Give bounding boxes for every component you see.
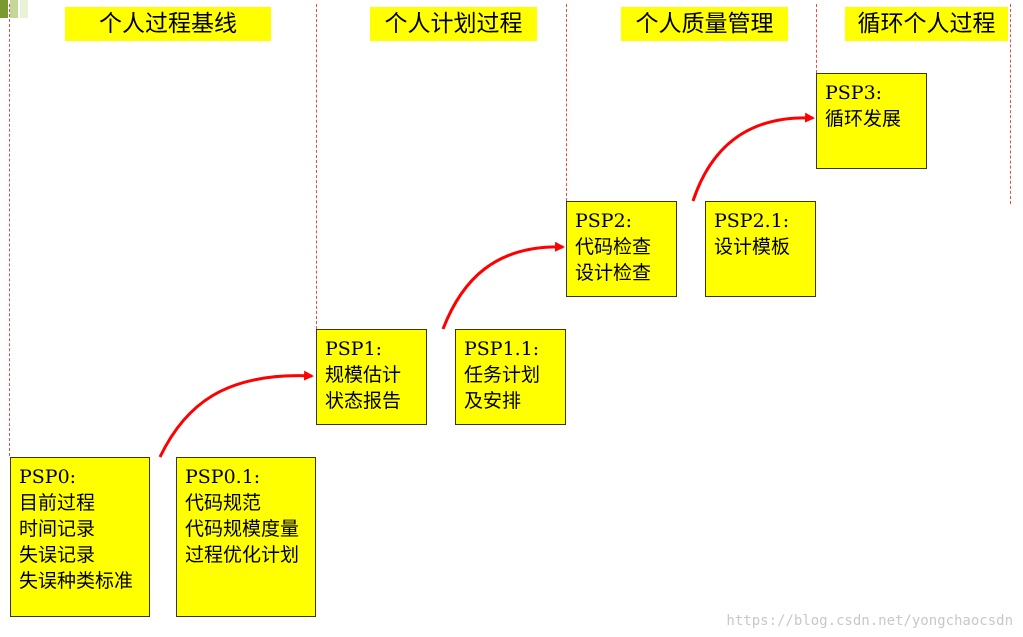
- box-psp1-title: PSP1:: [325, 338, 383, 360]
- arrow-psp1-1-to-psp2: [441, 241, 565, 330]
- box-psp0-line: 目前过程: [19, 492, 96, 514]
- box-psp2-line: 代码检查: [575, 236, 652, 258]
- box-psp0-line: 时间记录: [19, 518, 96, 540]
- box-psp1: PSP1: 规模估计 状态报告: [316, 329, 427, 425]
- box-psp1-1-line: 及安排: [464, 390, 522, 412]
- box-psp2-1: PSP2.1: 设计模板: [705, 201, 816, 297]
- arrow-psp2-1-to-psp3: [691, 112, 815, 202]
- box-psp0-line: 失误记录: [19, 544, 96, 566]
- box-psp2-line: 设计检查: [575, 262, 652, 284]
- divider-line-3: [566, 4, 567, 201]
- box-psp0-1-line: 过程优化计划: [185, 544, 300, 566]
- box-psp1-1-title: PSP1.1:: [464, 338, 540, 360]
- box-psp0-1-line: 代码规模度量: [185, 518, 300, 540]
- box-psp0-1-line: 代码规范: [185, 492, 262, 514]
- header-cyclic: 循环个人过程: [845, 7, 1008, 41]
- box-psp3-line: 循环发展: [825, 108, 902, 130]
- box-psp1-1: PSP1.1: 任务计划 及安排: [455, 329, 566, 425]
- box-psp3: PSP3: 循环发展: [816, 73, 927, 169]
- box-psp3-title: PSP3:: [825, 82, 883, 104]
- box-psp0-1-title: PSP0.1:: [185, 466, 261, 488]
- box-psp1-1-line: 任务计划: [464, 364, 541, 386]
- box-psp2-title: PSP2:: [575, 210, 633, 232]
- divider-line-4: [816, 4, 817, 73]
- box-psp2-1-title: PSP2.1:: [714, 210, 790, 232]
- header-quality: 个人质量管理: [621, 7, 788, 41]
- header-planning: 个人计划过程: [370, 7, 537, 41]
- header-baseline: 个人过程基线: [65, 7, 271, 41]
- box-psp2-1-line: 设计模板: [714, 236, 791, 258]
- box-psp0-line: 失误种类标准: [19, 570, 134, 592]
- box-psp0-title: PSP0:: [19, 466, 77, 488]
- divider-line-2: [316, 4, 317, 329]
- divider-line-5: [1010, 4, 1011, 204]
- box-psp0-1: PSP0.1: 代码规范 代码规模度量 过程优化计划: [176, 457, 316, 617]
- slide-corner-mark: [0, 0, 28, 18]
- watermark-url: https://blog.csdn.net/yongchaocsdn: [726, 613, 1013, 629]
- arrow-psp0-1-to-psp1: [158, 370, 314, 458]
- divider-line-1: [9, 4, 10, 456]
- box-psp1-line: 规模估计: [325, 364, 402, 386]
- box-psp1-line: 状态报告: [325, 390, 402, 412]
- box-psp2: PSP2: 代码检查 设计检查: [566, 201, 677, 297]
- box-psp0: PSP0: 目前过程 时间记录 失误记录 失误种类标准: [10, 457, 150, 617]
